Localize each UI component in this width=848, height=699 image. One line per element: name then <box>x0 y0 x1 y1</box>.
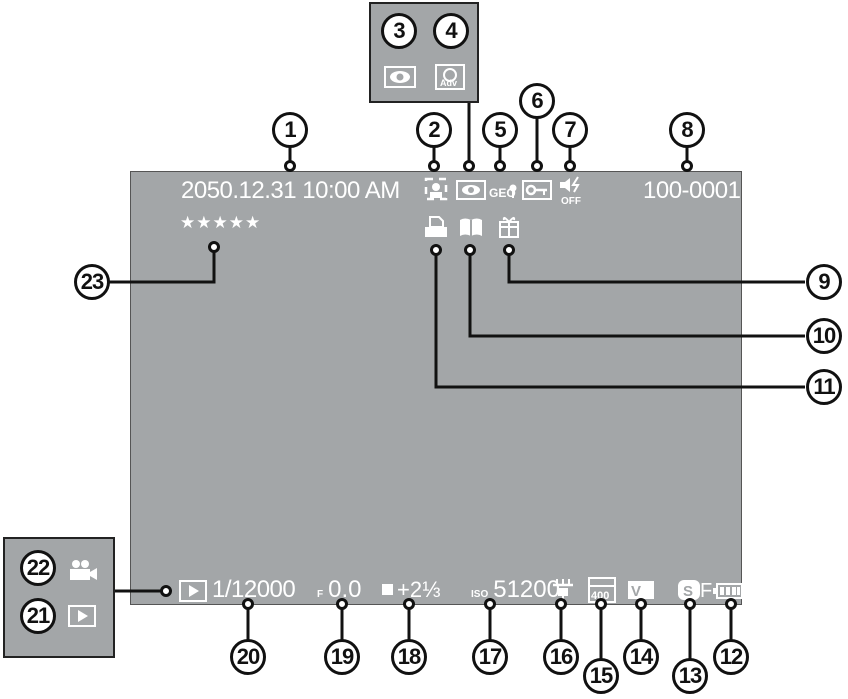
geo-label: GEO <box>489 186 516 200</box>
connector-dot-2 <box>428 160 440 172</box>
iso-sensitivity: ISO 51200 <box>471 578 560 602</box>
battery-icon <box>713 583 743 599</box>
photobook-icon <box>460 218 482 236</box>
connector-dot-16 <box>555 598 567 610</box>
leader-line-10 <box>468 253 805 338</box>
exposure-compensation: +2⅓ <box>382 579 440 601</box>
callout-11: 11 <box>806 369 842 405</box>
callout-2: 2 <box>416 112 452 148</box>
callout-18: 18 <box>391 639 427 675</box>
callout-5: 5 <box>482 112 518 148</box>
callout-3: 3 <box>381 13 417 49</box>
image-quality-prefix: F <box>700 580 713 602</box>
exposure-comp-icon <box>382 584 393 595</box>
connector-dot-19 <box>336 598 348 610</box>
playback-icon <box>179 580 207 602</box>
connector-dot-5 <box>494 160 506 172</box>
red-eye-icon <box>456 180 486 200</box>
advanced-filter-icon: Adv <box>435 64 465 90</box>
film-simulation-icon: V <box>628 581 654 600</box>
film-v-label: V <box>631 583 641 600</box>
callout-16: 16 <box>543 639 579 675</box>
callout-14: 14 <box>623 639 659 675</box>
callout-17: 17 <box>472 639 508 675</box>
rating-stars: ★★★★★ <box>180 213 262 232</box>
bottom-inset-panel <box>3 537 115 658</box>
connector-dot-1 <box>284 160 296 172</box>
gift-icon <box>499 216 519 238</box>
connector-dot-12 <box>725 598 737 610</box>
iso-number: 51200 <box>493 576 560 603</box>
connector-dot-8 <box>681 160 693 172</box>
aperture-number: 0.0 <box>328 576 362 603</box>
connector-dot-23 <box>208 241 220 253</box>
connector-dot-18 <box>403 598 415 610</box>
inset-playback-icon <box>68 605 96 627</box>
connector-dot-7 <box>564 160 576 172</box>
connector-dot-17 <box>484 598 496 610</box>
callout-23: 23 <box>74 264 110 300</box>
image-size-icon: S <box>678 580 700 600</box>
callout-9: 9 <box>806 264 842 300</box>
connector-dot-15 <box>595 598 607 610</box>
movie-icon <box>70 560 97 580</box>
geo-tag-icon: GEO <box>489 184 517 200</box>
date-time: 2050.12.31 10:00 AM <box>181 177 400 204</box>
callout-22: 22 <box>20 550 56 586</box>
connector-dot-13 <box>684 598 696 610</box>
callout-4: 4 <box>433 13 469 49</box>
connector-dot-21-22 <box>160 585 172 597</box>
connector-dot-11 <box>430 244 442 256</box>
face-detection-icon <box>424 177 448 201</box>
aperture-value: F 0.0 <box>317 578 361 602</box>
leader-line-11 <box>434 253 805 389</box>
connector-dot-9 <box>503 244 515 256</box>
size-s-label: S <box>683 583 693 600</box>
connector-dot-20 <box>242 598 254 610</box>
connector-dot-14 <box>635 598 647 610</box>
leader-line-9 <box>507 253 805 284</box>
callout-8: 8 <box>669 112 705 148</box>
callout-6: 6 <box>519 83 555 119</box>
callout-10: 10 <box>806 318 842 354</box>
callout-15: 15 <box>583 658 619 694</box>
exposure-comp-value: +2⅓ <box>397 577 441 602</box>
callout-20: 20 <box>230 639 266 675</box>
protect-key-icon <box>522 180 552 200</box>
callout-21: 21 <box>20 598 56 634</box>
callout-1: 1 <box>272 112 308 148</box>
callout-19: 19 <box>324 639 360 675</box>
off-label: OFF <box>561 196 581 205</box>
connector-dot-3-4 <box>463 160 475 172</box>
frame-number: 100-0001 <box>643 177 741 204</box>
adv-label: Adv <box>440 78 457 88</box>
connector-dot-6 <box>531 160 543 172</box>
callout-12: 12 <box>713 639 749 675</box>
callout-7: 7 <box>552 112 588 148</box>
iso-prefix: ISO <box>471 589 489 600</box>
shutter-speed: 1/12000 <box>212 576 296 603</box>
aperture-prefix: F <box>317 589 324 600</box>
callout-13: 13 <box>672 658 708 694</box>
connector-dot-10 <box>464 244 476 256</box>
print-icon <box>425 216 447 237</box>
flash-off-icon: OFF <box>560 176 581 205</box>
red-eye-removal-icon <box>384 66 416 88</box>
leader-line-23 <box>100 249 216 284</box>
